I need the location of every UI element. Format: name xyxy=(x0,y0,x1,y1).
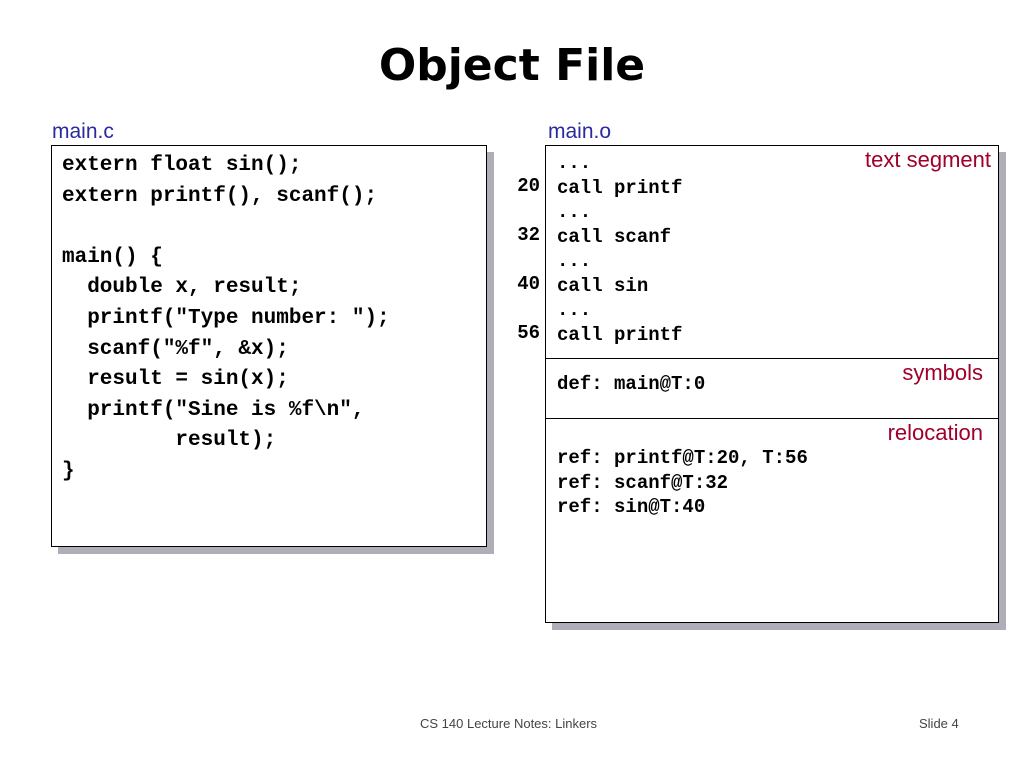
instruction-line: call printf xyxy=(557,323,683,346)
code-line: extern printf(), scanf(); xyxy=(62,184,378,208)
code-line xyxy=(62,212,390,243)
relocation-line: ref: sin@T:40 xyxy=(557,496,706,518)
code-line: double x, result; xyxy=(62,276,302,300)
code-line: result); xyxy=(62,429,277,453)
code-line: } xyxy=(62,459,75,483)
footer-course: CS 140 Lecture Notes: Linkers xyxy=(420,716,598,731)
relocation-line: ref: printf@T:20, T:56 xyxy=(557,447,808,469)
instruction-line: ... xyxy=(557,201,592,223)
text-segment: ... call printf ... call scanf ... call … xyxy=(557,151,682,347)
code-line: result = sin(x); xyxy=(62,368,289,392)
instruction-line: ... xyxy=(557,250,592,272)
symbols-label: symbols xyxy=(902,360,983,385)
code-line: printf("Sine is %f\n", xyxy=(62,398,365,422)
source-code-box: extern float sin(); extern printf(), sca… xyxy=(51,145,487,547)
text-offset: 20 xyxy=(517,175,540,197)
text-offset: 56 xyxy=(517,322,540,344)
relocation-line: ref: scanf@T:32 xyxy=(557,471,729,494)
instruction-line: call scanf xyxy=(557,225,672,248)
object-file-box: text segment ... call printf ... call sc… xyxy=(545,145,999,623)
source-file-label: main.c xyxy=(52,120,114,143)
instruction-line: ... xyxy=(557,299,592,321)
code-line: main() { xyxy=(62,245,163,269)
code-line: scanf("%f", &x); xyxy=(62,337,289,361)
text-offset: 40 xyxy=(517,273,540,295)
relocation-label: relocation xyxy=(887,420,983,445)
text-offset: 32 xyxy=(517,224,540,246)
relocation-section: ref: printf@T:20, T:56 ref: scanf@T:32 r… xyxy=(557,446,808,520)
segment-divider xyxy=(546,358,998,359)
code-line: extern float sin(); xyxy=(62,154,302,177)
segment-divider xyxy=(546,418,998,419)
slide-title: Object File xyxy=(378,40,646,91)
code-line: printf("Type number: "); xyxy=(62,306,390,330)
symbols-section: def: main@T:0 xyxy=(557,372,705,397)
instruction-line: call sin xyxy=(557,274,649,297)
text-segment-label: text segment xyxy=(865,147,991,172)
footer-slide-number: Slide 4 xyxy=(919,716,959,731)
object-file-label: main.o xyxy=(548,120,612,143)
symbol-line: def: main@T:0 xyxy=(557,373,706,395)
instruction-line: ... xyxy=(557,152,592,174)
source-code: extern float sin(); extern printf(), sca… xyxy=(62,151,390,488)
instruction-line: call printf xyxy=(557,176,683,199)
